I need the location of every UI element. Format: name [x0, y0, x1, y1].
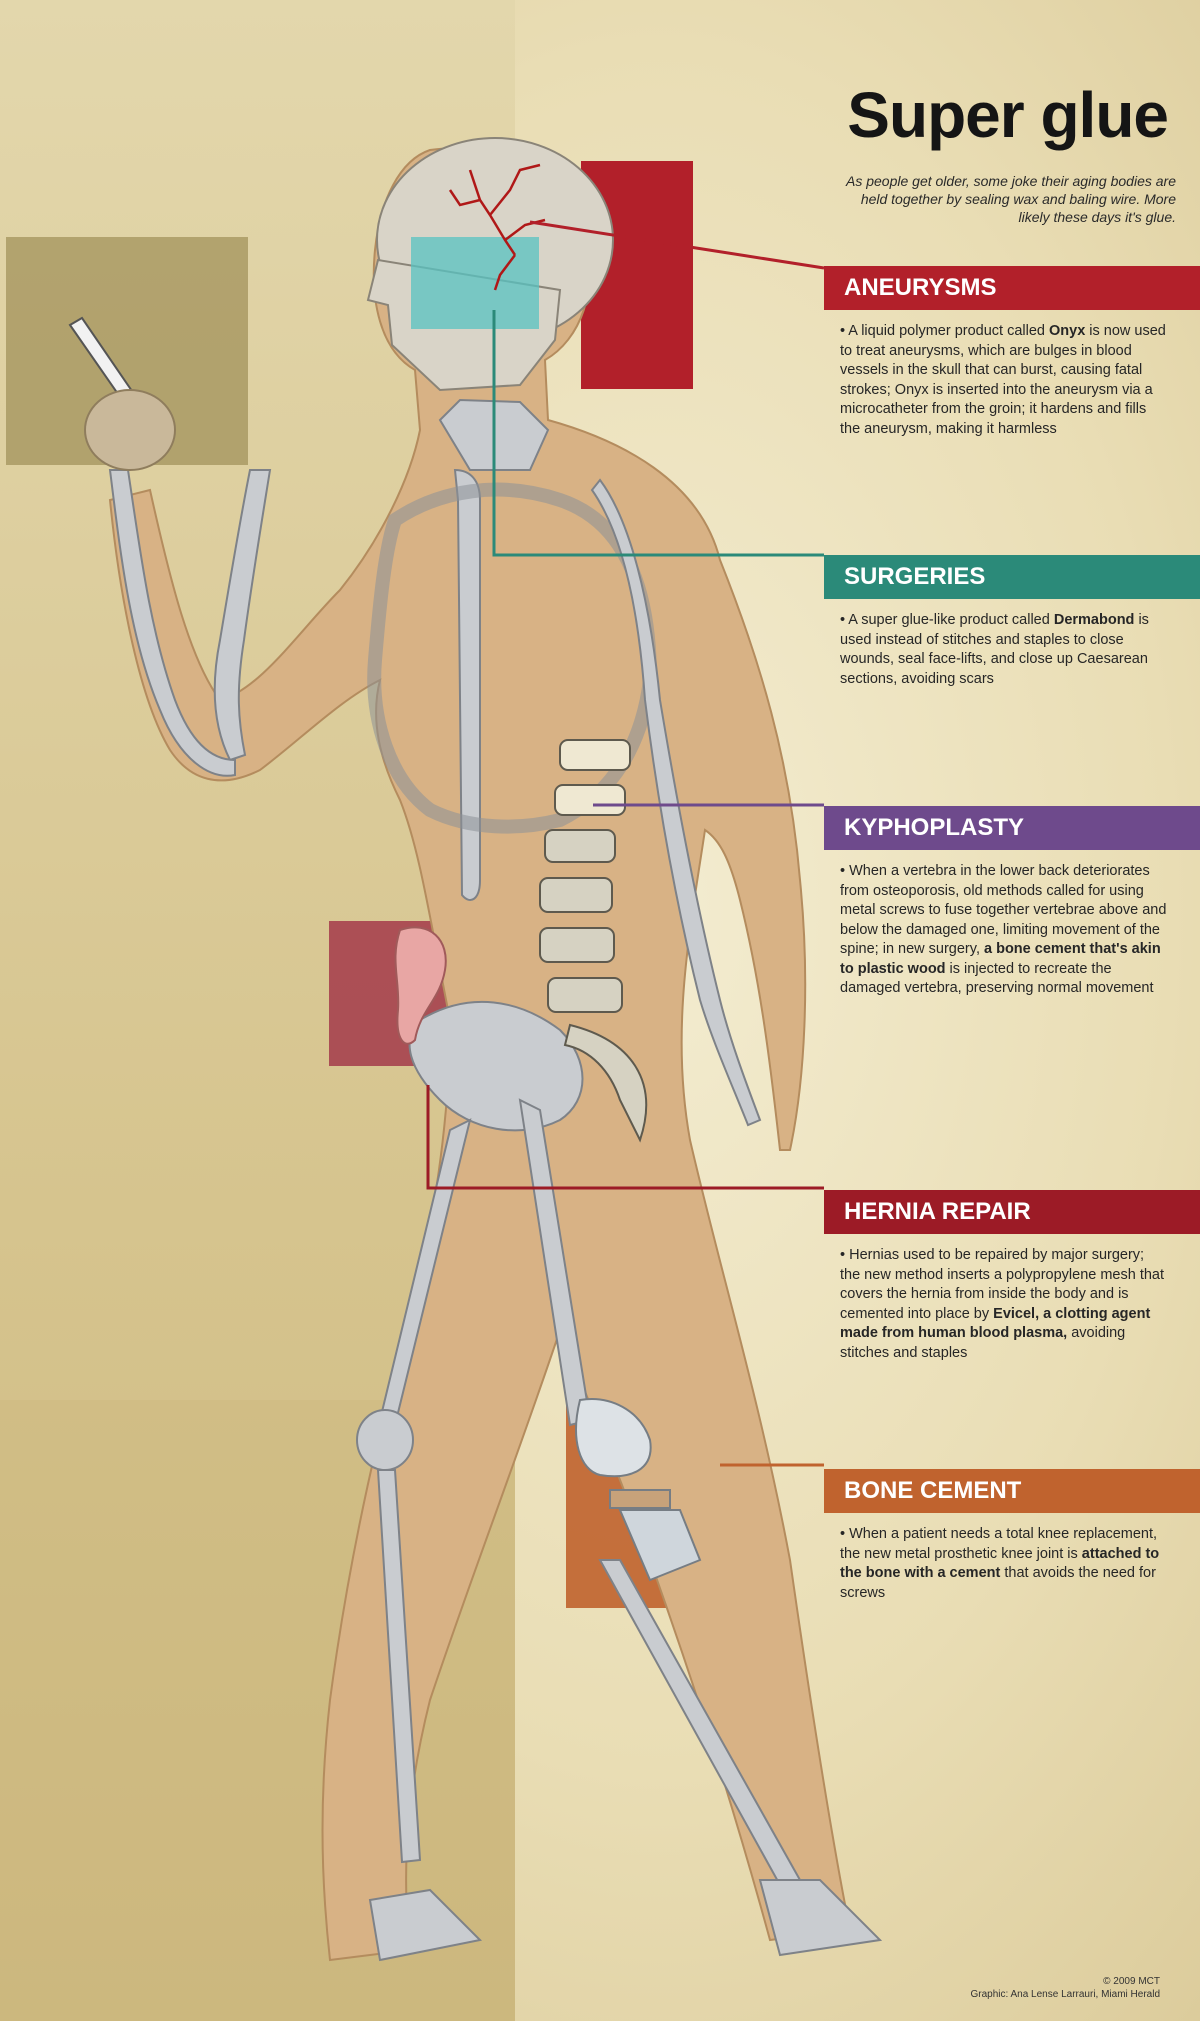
page-title: Super glue	[847, 79, 1169, 151]
surgeries-text: • A super glue-like product called Derma…	[840, 612, 1149, 687]
hernia-repair-heading: HERNIA REPAIR	[824, 1190, 1200, 1234]
surgeries-heading: SURGERIES	[824, 555, 1200, 599]
bone-cement-heading: BONE CEMENT	[824, 1469, 1200, 1513]
bones	[108, 398, 883, 1962]
intro-text: As people get older, some joke their agi…	[846, 173, 1176, 225]
hernia-repair-text: • Hernias used to be repaired by major s…	[840, 1247, 1165, 1361]
intestine	[394, 926, 447, 1045]
kyphoplasty-text: • When a vertebra in the lower back dete…	[840, 863, 1167, 996]
bone-cement-text: • When a patient needs a total knee repl…	[840, 1526, 1160, 1601]
hand-glue-tube	[68, 316, 176, 471]
graphic-credit-text: Graphic: Ana Lense Larrauri, Miami Heral…	[970, 1989, 1160, 2000]
aneurysms-heading: ANEURYSMS	[824, 266, 1200, 310]
credit-line: © 2009 MCT Graphic: Ana Lense Larrauri, …	[970, 1975, 1160, 2001]
face-highlight	[411, 237, 539, 329]
kyphoplasty-heading: KYPHOPLASTY	[824, 806, 1200, 850]
knee-implant	[575, 1398, 702, 1582]
aneurysms-text: • A liquid polymer product called Onyx i…	[840, 323, 1166, 437]
callout-lines	[426, 220, 825, 1467]
brain-vessels	[448, 163, 546, 291]
copyright-text: © 2009 MCT	[1103, 1976, 1160, 1987]
lumbar-spine	[539, 739, 648, 1143]
